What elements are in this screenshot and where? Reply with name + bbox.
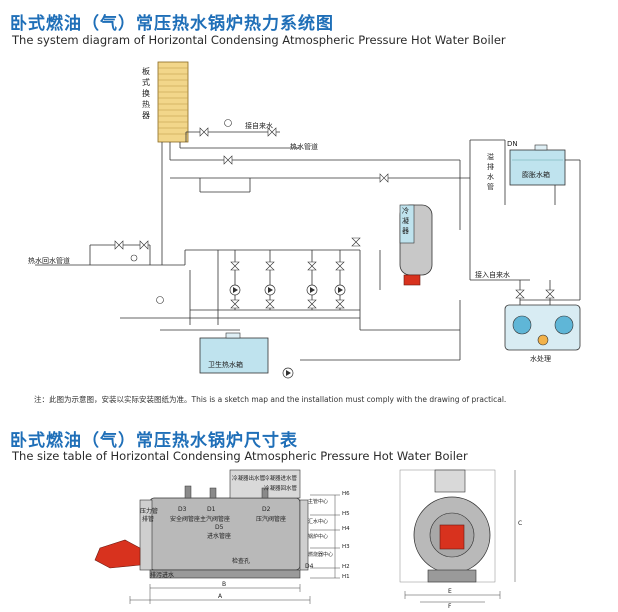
return-water-pipe-label: 热水回水管道: [28, 257, 70, 265]
dim-h3: H3: [342, 544, 350, 550]
d4-marker: D4: [305, 563, 314, 570]
drain-pipe-label: 排管: [142, 516, 155, 523]
dim-h6: H6: [342, 491, 350, 497]
d5-marker: D5: [215, 524, 224, 531]
d2-marker: D2: [262, 506, 271, 513]
plate-heat-exchanger-shape: [157, 61, 189, 143]
dim-h5: H5: [342, 511, 350, 517]
dim-h4: H4: [342, 526, 350, 532]
d1-label: 主汽阀管座: [200, 516, 231, 523]
diagram2-title-en: The size table of Horizontal Condensing …: [12, 449, 468, 463]
d3-label: 安全阀管座: [170, 516, 201, 523]
condenser-inlet-label: 冷凝器进水管: [264, 476, 298, 482]
condenser-label: 冷凝器: [402, 207, 409, 235]
condenser-return-label: 冷凝器回水管: [264, 486, 298, 492]
dim-e: E: [448, 588, 452, 595]
plate-heat-exchanger-label: 板式换热器: [142, 67, 150, 120]
boiler-burner-shape: [403, 274, 421, 286]
dim-b: B: [222, 581, 227, 588]
sanitary-tank-label: 卫生热水箱: [208, 361, 243, 369]
dim-burner-center-label: 燃烧器中心: [308, 552, 334, 558]
hot-water-pipe-label: 热水管道: [290, 143, 318, 151]
d3-marker: D3: [178, 506, 187, 513]
sanitary-tank-shape: [199, 337, 269, 374]
tap-water-label: 接自来水: [245, 122, 273, 130]
d1-marker: D1: [207, 506, 216, 513]
dim-h2: H2: [342, 564, 350, 570]
diagram1-title-en: The system diagram of Horizontal Condens…: [12, 33, 506, 47]
d5-label: 进水管座: [207, 533, 232, 540]
diagram2-title-cn: 卧式燃油（气）常压热水锅炉尺寸表: [10, 431, 298, 451]
dim-collector-center-label: 汇水中心: [308, 519, 329, 525]
inspection-hole-label: 检查孔: [232, 558, 251, 565]
sewage-label: 排污进水: [150, 572, 175, 579]
condenser-outlet-label: 冷凝器出水管: [232, 476, 266, 482]
expansion-tank-label: 膨胀水箱: [522, 171, 550, 179]
expansion-tank-shape: [509, 149, 566, 186]
dim-a: A: [218, 593, 223, 600]
thermal-system-diagram: [35, 61, 581, 379]
dim-main-center-label: 主管中心: [308, 499, 329, 505]
d2-label: 压汽阀管座: [256, 516, 287, 523]
dim-c: C: [518, 520, 523, 527]
sketch-note: 注：此图为示意图，安装以实际安装图纸为准。This is a sketch ma…: [34, 395, 507, 404]
water-treatment-label: 水处理: [530, 355, 551, 363]
dim-f: F: [448, 603, 452, 610]
boiler-size-diagram: [94, 469, 516, 604]
overflow-pipe-label: 溢排水管: [487, 153, 494, 191]
dim-h1: H1: [342, 574, 350, 580]
dim-boiler-center-label: 锅炉中心: [308, 534, 329, 540]
burner-front-shape: [439, 524, 465, 550]
burner-side-shape: [94, 539, 141, 569]
condenser-shape: [399, 204, 415, 244]
pressure-pipe-label: 压力管: [140, 508, 159, 515]
tap-water-in-label: 接入自来水: [475, 271, 510, 279]
dn-label: DN: [507, 140, 518, 148]
diagram1-title-cn: 卧式燃油（气）常压热水锅炉热力系统图: [10, 14, 334, 34]
